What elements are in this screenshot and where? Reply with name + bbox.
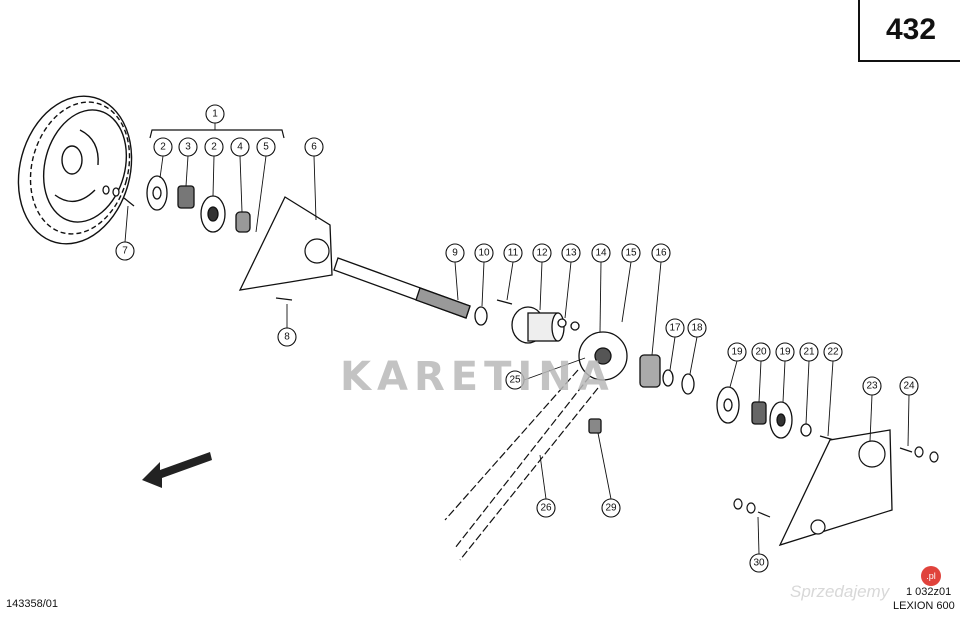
callout-label: 16	[655, 248, 667, 259]
callout-label: 13	[565, 248, 577, 259]
diagram-code: 1 032z01	[906, 586, 952, 598]
callout-label: 18	[691, 323, 703, 334]
callout-label: 24	[903, 381, 915, 392]
callout-label: 1	[212, 109, 218, 120]
callout-label: 12	[536, 248, 548, 259]
hub-parts	[102, 175, 251, 233]
callout-label: 10	[478, 248, 490, 259]
page-number: 432	[858, 0, 960, 62]
model-name: LEXION 600	[893, 600, 955, 612]
right-hub-parts	[716, 386, 835, 441]
site-watermark: Sprzedajemy	[790, 582, 890, 601]
callout-label: 19	[779, 347, 791, 358]
group-bracket	[149, 129, 285, 139]
callout-label: 15	[625, 248, 637, 259]
callout-label: 11	[508, 248, 519, 259]
drive-chain	[444, 369, 599, 561]
callout-label: 30	[753, 558, 765, 569]
arrow-icon	[142, 452, 212, 488]
callout-labels: 1 2 3 2 4 5 6 7 8 9 10 11 12 13 14 15 16…	[122, 109, 915, 569]
callout-label: 4	[237, 142, 243, 153]
watermark-text: KARETINA	[340, 354, 615, 400]
callout-label: 29	[605, 503, 617, 514]
callout-label: 17	[669, 323, 681, 334]
callout-label: 22	[827, 347, 839, 358]
callout-label: 20	[755, 347, 767, 358]
callout-label: 26	[540, 503, 552, 514]
callout-label: 7	[122, 246, 128, 257]
callout-label: 25	[509, 375, 521, 386]
sprocket-assembly	[511, 306, 695, 434]
callout-label: 2	[211, 142, 217, 153]
callout-label: 9	[452, 248, 458, 259]
callout-label: 8	[284, 332, 290, 343]
callout-label: 2	[160, 142, 166, 153]
left-bracket	[238, 196, 333, 291]
pulley-wheel	[17, 95, 133, 245]
drive-shaft	[333, 257, 513, 326]
bolt-parts	[733, 446, 939, 518]
callout-label: 19	[731, 347, 743, 358]
callout-label: 3	[185, 142, 191, 153]
site-badge: .pl	[921, 566, 941, 586]
callout-label: 5	[263, 142, 269, 153]
callout-label: 23	[866, 381, 878, 392]
callout-label: 21	[803, 347, 815, 358]
leader-lines	[124, 123, 910, 555]
callout-label: 14	[595, 248, 607, 259]
drawing-id: 143358/01	[6, 598, 58, 610]
callout-label: 6	[311, 142, 317, 153]
